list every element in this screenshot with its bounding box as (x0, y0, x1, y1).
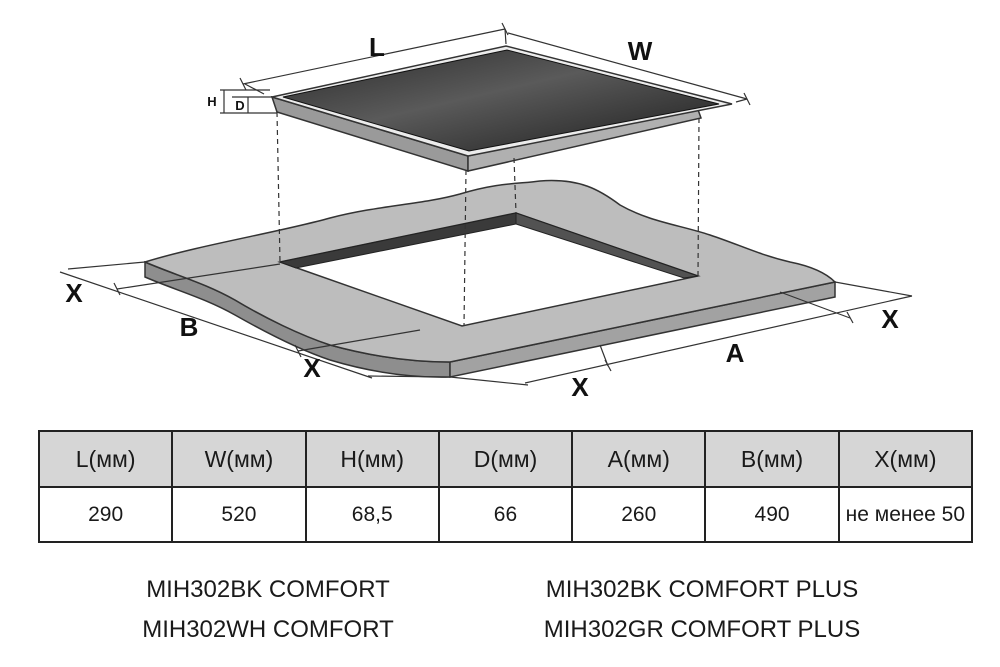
value-b: 490 (704, 486, 840, 543)
header-w: W(мм) (171, 430, 307, 488)
value-d: 66 (437, 486, 574, 543)
induction-hob (269, 45, 733, 173)
model-list-comfort: MIH302BK COMFORT MIH302WH COMFORT (58, 570, 478, 650)
projection-lines (276, 111, 700, 327)
value-a: 260 (571, 486, 707, 543)
label-x-right: X (881, 304, 899, 334)
value-h: 68,5 (304, 486, 440, 543)
header-b: B(мм) (704, 430, 840, 488)
model-name: MIH302GR COMFORT PLUS (543, 616, 861, 643)
header-a: A(мм) (571, 430, 707, 488)
model-list-comfort-plus: MIH302BK COMFORT PLUS MIH302GR COMFORT P… (492, 570, 912, 650)
header-d: D(мм) (437, 430, 574, 488)
table-row: 290 520 68,5 66 260 490 не менее 50 (37, 486, 974, 543)
label-d: D (235, 98, 244, 113)
value-x: не менее 50 (837, 486, 974, 543)
model-name: MIH302BK COMFORT PLUS (545, 576, 859, 603)
installation-diagram: L W H D X B X X A X (59, 22, 913, 402)
table-header-row: L(мм) W(мм) H(мм) D(мм) A(мм) B(мм) X(мм… (37, 430, 974, 488)
label-a: A (726, 338, 745, 368)
header-l: L(мм) (37, 430, 174, 488)
label-l: L (369, 32, 385, 62)
label-w: W (628, 36, 653, 66)
header-x: X(мм) (837, 430, 974, 488)
label-x-bottom: X (571, 372, 589, 402)
header-h: H(мм) (304, 430, 440, 488)
value-w: 520 (171, 486, 307, 543)
label-x-left-bottom: X (303, 353, 321, 383)
dimensions-table: L(мм) W(мм) H(мм) D(мм) A(мм) B(мм) X(мм… (37, 430, 974, 543)
value-l: 290 (37, 486, 174, 543)
label-b: B (180, 312, 199, 342)
dimension-lines (59, 22, 913, 386)
label-x-left-top: X (65, 278, 83, 308)
label-h: H (207, 94, 216, 109)
countertop (142, 179, 837, 378)
model-name: MIH302BK COMFORT (146, 576, 390, 603)
model-name: MIH302WH COMFORT (142, 616, 394, 643)
